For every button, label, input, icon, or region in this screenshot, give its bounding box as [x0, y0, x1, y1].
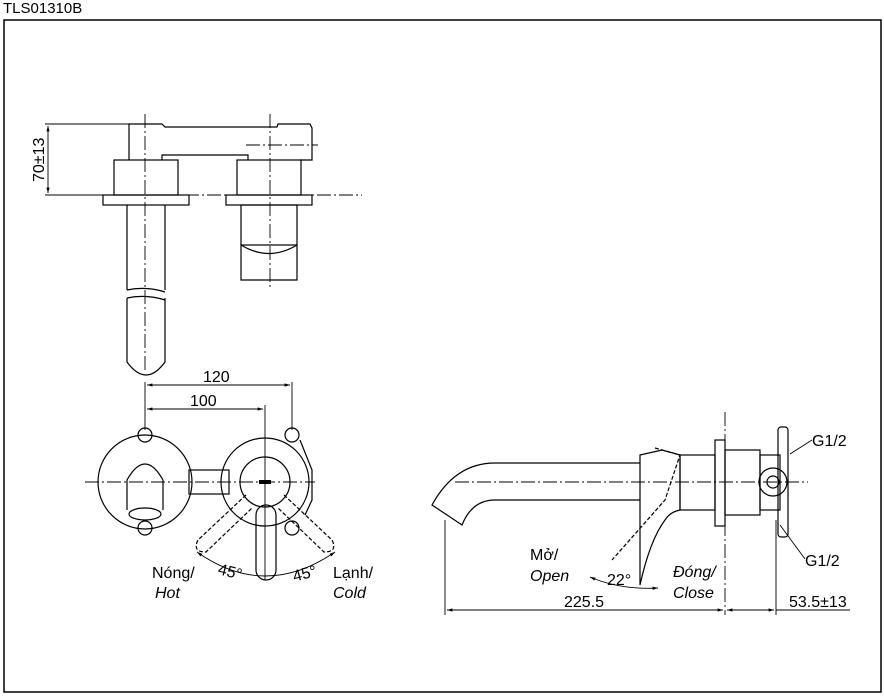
- dim-120: 120: [203, 369, 230, 386]
- front-view: 120 100 45° 45° Nóng/ Hot Lạnh/ Cold: [85, 369, 374, 602]
- height-dimension: 70±13: [31, 138, 48, 182]
- side-view: G1/2 G1/2 Mở/ Open 22° Đóng/ Close 225.5…: [431, 412, 850, 615]
- top-view: 70±13: [31, 114, 362, 376]
- angle-hot: 45°: [216, 561, 244, 584]
- cold-label-vi: Lạnh/: [333, 565, 374, 582]
- open-angle: 22°: [607, 572, 631, 589]
- close-label-en: Close: [673, 585, 714, 602]
- open-label-en: Open: [530, 568, 569, 585]
- dim-100: 100: [190, 393, 217, 410]
- cold-label-en: Cold: [333, 585, 367, 602]
- angle-cold: 45°: [291, 563, 319, 586]
- drawing-frame: [3, 19, 882, 693]
- hot-label-en: Hot: [155, 585, 180, 602]
- spout-length: 225.5: [564, 594, 604, 611]
- open-label-vi: Mở/: [530, 547, 559, 564]
- thread-top: G1/2: [812, 433, 847, 450]
- hot-label-vi: Nóng/: [152, 565, 195, 582]
- depth-dimension: 53.5±13: [789, 594, 847, 611]
- model-number: TLS01310B: [3, 0, 83, 17]
- thread-bottom: G1/2: [805, 553, 840, 570]
- close-label-vi: Đóng/: [673, 564, 717, 581]
